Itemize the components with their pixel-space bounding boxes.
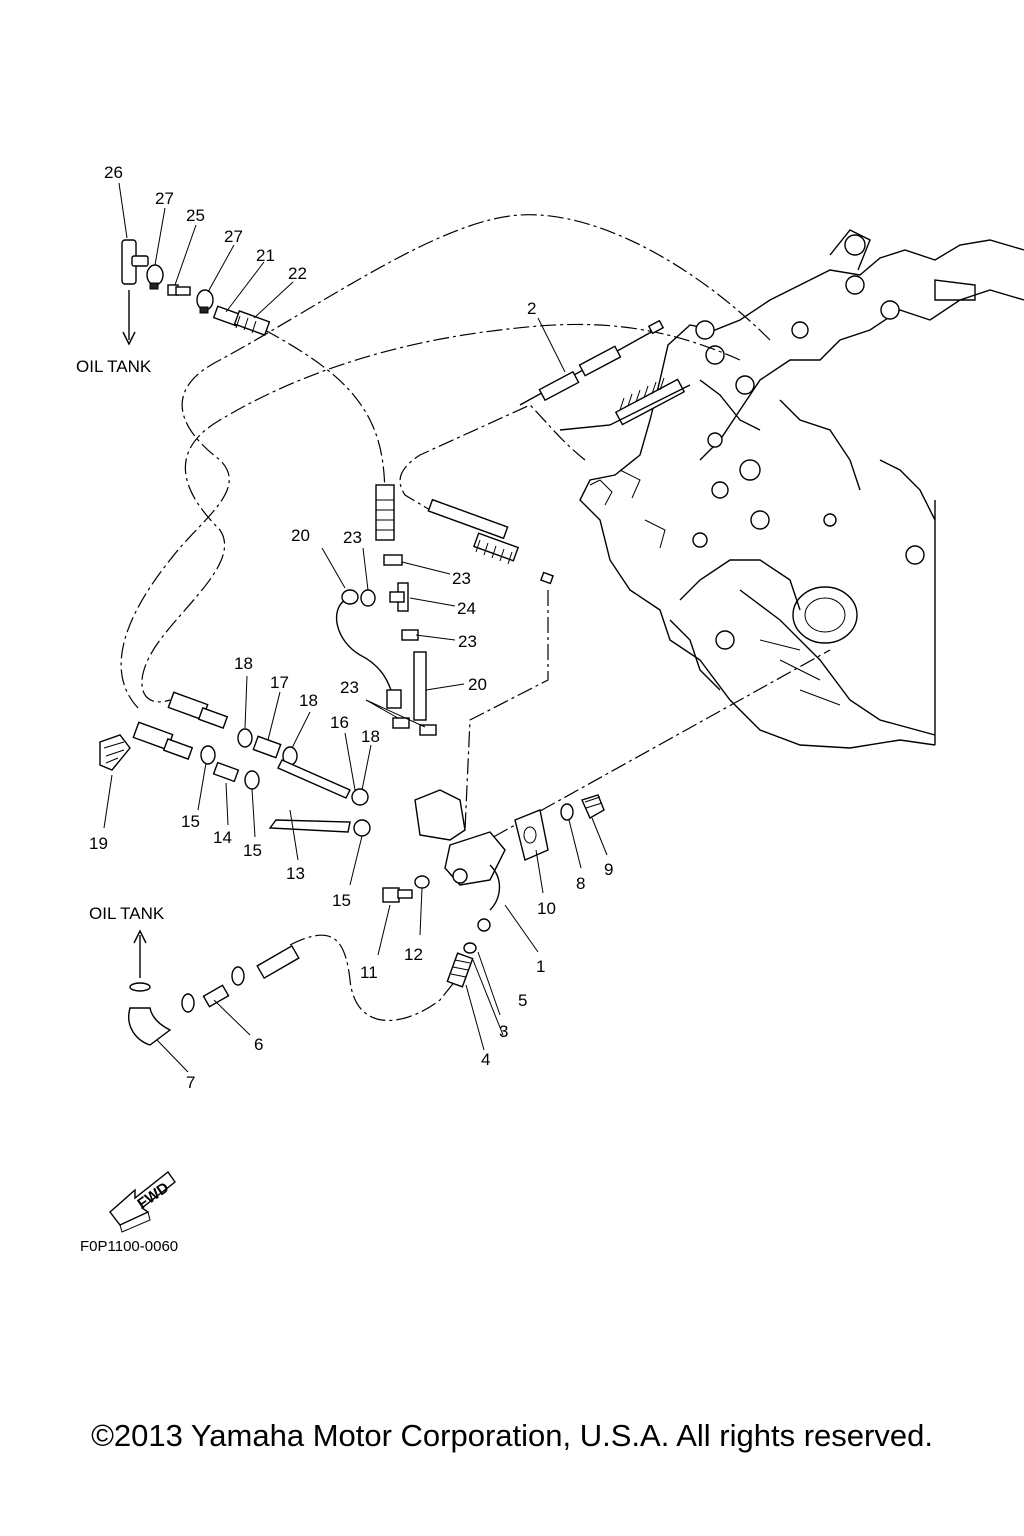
callout-16: 16 (330, 713, 349, 732)
callout-numbers: 26 27 25 27 21 22 2 20 23 23 24 23 18 17… (89, 163, 613, 1092)
callout-4: 4 (481, 1050, 490, 1069)
callout-23-c: 23 (458, 632, 477, 651)
callout-6: 6 (254, 1035, 263, 1054)
leader-lines (103, 182, 608, 1073)
callout-1: 1 (536, 957, 545, 976)
callout-18-a: 18 (234, 654, 253, 673)
left-fittings (99, 691, 371, 837)
upper-fittings (121, 239, 271, 346)
part-2-cable (519, 319, 691, 431)
callout-15-a: 15 (181, 812, 200, 831)
oil-pump (382, 789, 605, 932)
callout-8: 8 (576, 874, 585, 893)
fwd-arrow: FWD (109, 1170, 176, 1233)
copyright-notice: ©2013 Yamaha Motor Corporation, U.S.A. A… (91, 1418, 933, 1453)
callout-24: 24 (457, 599, 476, 618)
callout-21: 21 (256, 246, 275, 265)
diagram-code: F0P1100-0060 (80, 1238, 178, 1255)
callout-11: 11 (360, 963, 378, 982)
callout-23-b: 23 (452, 569, 471, 588)
callout-22: 22 (288, 264, 307, 283)
callout-26: 26 (104, 163, 123, 182)
callout-9: 9 (604, 860, 613, 879)
callout-2: 2 (527, 299, 536, 318)
callout-17: 17 (270, 673, 289, 692)
callout-15-b: 15 (243, 841, 262, 860)
callout-14: 14 (213, 828, 232, 847)
callout-7: 7 (186, 1073, 195, 1092)
callout-27-a: 27 (155, 189, 174, 208)
callout-23-d: 23 (340, 678, 359, 697)
callout-23-a: 23 (343, 528, 362, 547)
callout-13: 13 (286, 864, 305, 883)
callout-15-c: 15 (332, 891, 351, 910)
callout-18-c: 18 (361, 727, 380, 746)
lower-fittings (128, 929, 477, 1046)
callout-12: 12 (404, 945, 423, 964)
callout-25: 25 (186, 206, 205, 225)
callout-5: 5 (518, 991, 527, 1010)
callout-27-b: 27 (224, 227, 243, 246)
callout-20-a: 20 (291, 526, 310, 545)
engine-block (579, 229, 1024, 749)
oil-tank-label-lower: OIL TANK (89, 904, 165, 923)
oil-tank-label-upper: OIL TANK (76, 357, 152, 376)
lower-cable (375, 484, 554, 585)
callout-10: 10 (537, 899, 556, 918)
middle-fittings (335, 554, 437, 736)
callout-20-b: 20 (468, 675, 487, 694)
callout-18-b: 18 (299, 691, 318, 710)
callout-3: 3 (499, 1022, 508, 1041)
callout-19: 19 (89, 834, 108, 853)
